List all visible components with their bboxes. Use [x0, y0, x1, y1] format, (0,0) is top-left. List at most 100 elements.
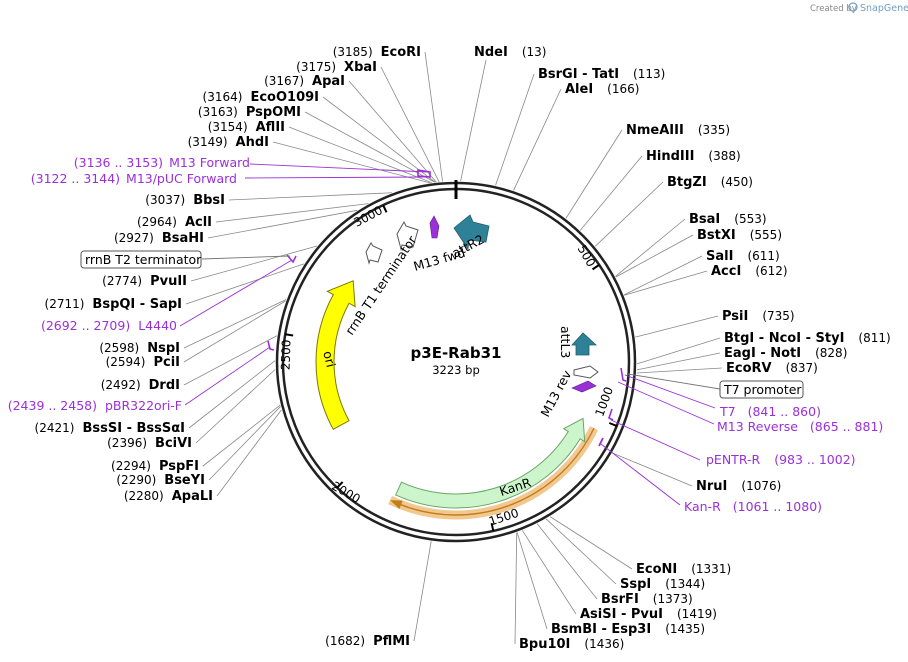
restriction-site-label: NdeI(13) [474, 45, 546, 60]
restriction-site-label: NmeAIII(335) [626, 123, 730, 138]
restriction-site-label: EagI - NotI(828) [724, 346, 847, 361]
restriction-site-label: (3149)AhdI [188, 135, 269, 150]
snapgene-branding: Created by SnapGene [810, 2, 908, 14]
restriction-site-label: (2421)BssSI - BssSαI [35, 421, 185, 436]
site-leader-line [207, 209, 358, 239]
site-name: SspI [620, 577, 651, 592]
rrnb-t2-leader [201, 255, 291, 260]
site-leader-line [183, 335, 278, 386]
site-position: (1419) [677, 607, 717, 621]
site-leader-line [208, 406, 281, 481]
site-position: (3164) [203, 90, 243, 104]
restriction-site-label: BsrGI - TatI(113) [538, 67, 665, 82]
restriction-site-label: (2294)PspFI [111, 459, 199, 474]
site-leader-line [635, 315, 719, 338]
restriction-site-label: (3175)XbaI [296, 60, 377, 75]
site-name: PsiI [722, 309, 748, 324]
site-name: HindIII [646, 149, 694, 164]
m13-rev-small-arrow [573, 365, 599, 379]
restriction-site-label: (2774)PvuII [102, 274, 187, 289]
site-leader-line [288, 126, 432, 184]
restriction-site-label: (2927)BsaHI [114, 231, 204, 246]
ori-label: ori [320, 349, 338, 368]
site-position: (2294) [111, 459, 151, 473]
site-name: XbaI [344, 60, 377, 75]
site-position: (1344) [665, 577, 705, 591]
site-leader-line [522, 530, 577, 615]
site-position: (612) [755, 264, 787, 278]
restriction-site-label: EcoNI(1331) [636, 562, 731, 577]
site-leader-line [195, 369, 276, 444]
site-position: (1373) [653, 592, 693, 606]
site-leader-line [565, 129, 623, 219]
site-name: ApaI [312, 74, 345, 89]
site-leader-line [615, 218, 686, 277]
site-leader-lines [183, 51, 723, 645]
pbr322ori-leader [184, 346, 271, 406]
ruler-tick-2500 [285, 333, 294, 337]
site-position: (3154) [208, 120, 248, 134]
site-position: (2290) [116, 473, 156, 487]
site-position: (2964) [137, 215, 177, 229]
site-name: AleI [565, 82, 593, 97]
site-leader-line [545, 518, 617, 585]
m13-fwd-feature-arrow [429, 215, 440, 239]
m13-reverse-leader [617, 381, 715, 425]
site-name: BseYI [164, 473, 205, 488]
restriction-site-label: BstXI(555) [697, 228, 782, 243]
site-name: EcoRV [726, 361, 772, 376]
l4440-primer-marker [286, 254, 297, 264]
site-leader-line [549, 516, 633, 570]
site-name: BtgI - NcoI - StyI [724, 331, 844, 346]
site-position: (1331) [691, 562, 731, 576]
pbr322ori-primer-label: (2439 .. 2458)pBR322ori-F [8, 398, 182, 413]
site-position: (3163) [198, 105, 238, 119]
t7-leader [624, 374, 716, 409]
restriction-site-label: AleI(166) [565, 82, 639, 97]
terminator-arrow-2 [365, 242, 383, 265]
plasmid-name: p3E-Rab31 [411, 344, 502, 362]
primer-leader-lines [179, 163, 721, 506]
created-by-text: Created by [810, 4, 857, 14]
rrnb-t2-terminator-label: rrnB T2 terminator [85, 252, 202, 267]
restriction-site-label: (1682)PflMI [325, 634, 410, 649]
site-name: NdeI [474, 45, 508, 60]
t7-promoter-label: T7 promoter [723, 382, 802, 397]
site-position: (553) [734, 212, 766, 226]
site-position: (2711) [45, 297, 85, 311]
restriction-site-label: (2964)AclI [137, 215, 212, 230]
m13-forward-primer-marker [417, 169, 431, 178]
site-name: AsiSI - PvuI [580, 607, 663, 622]
m13-puc-forward-leader [244, 176, 426, 179]
pentr-r-leader [610, 419, 701, 461]
site-name: DrdI [149, 378, 180, 393]
site-position: (2396) [107, 436, 147, 450]
site-leader-line [272, 141, 431, 184]
site-name: PspOMI [246, 105, 301, 120]
site-leader-line [495, 73, 535, 186]
restriction-site-label: BtgZI(450) [667, 175, 753, 190]
restriction-site-label: PsiI(735) [722, 309, 795, 324]
restriction-site-label: NruI(1076) [696, 479, 781, 494]
site-position: (828) [815, 346, 847, 360]
site-leader-line [624, 270, 708, 296]
site-name: BsmBI - Esp3I [551, 622, 651, 637]
site-name: AccI [711, 264, 741, 279]
plasmid-length: 3223 bp [432, 363, 480, 377]
site-position: (1436) [584, 637, 624, 651]
site-leader-line [615, 234, 694, 278]
site-name: EcoO109I [250, 90, 319, 105]
ruler-tick-500 [591, 264, 600, 271]
restriction-site-label: (3164) EcoO109I [203, 90, 319, 105]
site-leader-line [579, 155, 643, 231]
site-name: BsrFI [601, 592, 639, 607]
site-leader-line [215, 203, 369, 223]
site-leader-line [514, 532, 518, 645]
site-position: (2594) [106, 355, 146, 369]
t7-promoter-leader [627, 373, 721, 390]
site-position: (2280) [124, 489, 164, 503]
restriction-site-label: (3163) PspOMI [198, 105, 301, 120]
site-name: PciI [153, 355, 180, 370]
ruler-tick-1500 [490, 522, 495, 532]
